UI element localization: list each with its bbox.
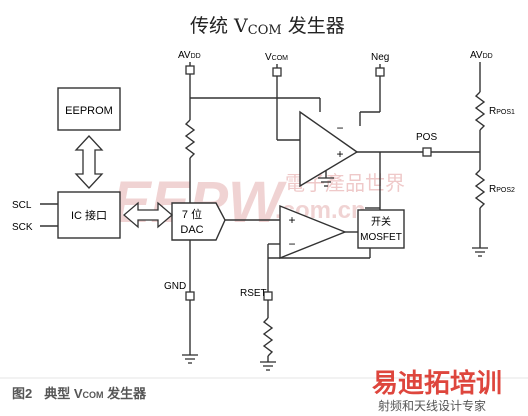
opamp2-minus: − (288, 237, 295, 251)
pin-gnd (185, 291, 195, 301)
label-avdd-top: AVDD (178, 50, 201, 61)
dac-block (171, 202, 226, 241)
pin-squares (185, 65, 432, 301)
label-scl: SCL (12, 200, 32, 211)
mosfet-label-2: MOSFET (360, 232, 402, 243)
pin-pos (422, 147, 432, 157)
diagram-title: 传统 VCOM 发生器 (190, 15, 345, 38)
ic-interface-block (57, 191, 121, 239)
dac-label-1: 7 位 (182, 207, 202, 221)
wires (40, 62, 486, 362)
label-gnd: GND (164, 281, 186, 292)
opamp2-plus: + (288, 213, 295, 227)
pin-vcom (272, 67, 282, 77)
logo-sub-text: 射频和天线设计专家 (378, 398, 486, 413)
eeprom-bus-arrow-icon (74, 135, 104, 189)
opamp-vcom (299, 110, 359, 188)
label-rpos2: RPOS2 (489, 184, 515, 195)
dac-label-2: DAC (180, 224, 203, 236)
label-rset: RSET (240, 288, 267, 299)
logo-cn-text: 易迪拓培训 (372, 368, 502, 398)
label-neg: Neg (371, 52, 389, 63)
opamp-driver (279, 204, 347, 260)
logo-watermark: 易迪拓培训 射频和天线设计专家 (372, 368, 502, 413)
eeprom-block (57, 87, 121, 131)
mosfet-switch-block (357, 209, 405, 249)
ic-interface-label: IC 接口 (71, 209, 107, 222)
label-rpos1: RPOS1 (489, 106, 515, 117)
pin-neg (375, 67, 385, 77)
ic-dac-bus-arrow-icon (123, 201, 173, 229)
label-pos: POS (416, 132, 437, 143)
opamp1-plus: + (336, 147, 343, 161)
label-avdd-right: AVDD (470, 50, 493, 61)
ground-symbols (182, 177, 488, 371)
label-sck: SCK (12, 222, 33, 233)
pin-rset (263, 291, 273, 301)
label-vcom: VCOM (265, 52, 288, 63)
mosfet-label-1: 开关 (371, 215, 391, 228)
pin-avdd (185, 65, 195, 75)
opamp1-minus: − (336, 121, 343, 135)
eeprom-label: EEPROM (65, 105, 113, 117)
